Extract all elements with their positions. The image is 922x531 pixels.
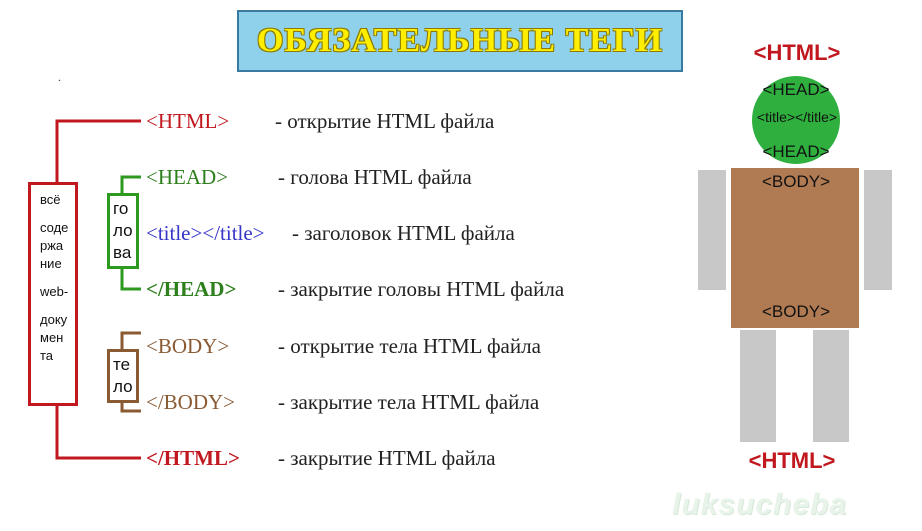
label-body: те ло <box>107 349 139 403</box>
head-bracket-bottom <box>120 269 141 291</box>
label-head-line: ва <box>113 243 132 262</box>
label-all-line: та <box>40 348 54 363</box>
label-all-line: web- <box>40 284 69 299</box>
body-rect <box>731 168 859 328</box>
figure-body-open: <BODY> <box>761 172 831 191</box>
label-all-line: ржа <box>40 238 64 253</box>
left-leg <box>740 330 776 442</box>
html-bracket <box>55 119 141 182</box>
tag-head-open: <HEAD> <box>146 165 229 189</box>
left-arm <box>698 170 726 290</box>
right-leg <box>813 330 849 442</box>
label-body-line: ло <box>113 377 133 396</box>
desc-body-open: - открытие тела HTML файла <box>278 334 541 358</box>
label-all-line <box>40 273 75 283</box>
body-bracket <box>120 331 141 349</box>
desc-head-close: - закрытие головы HTML файла <box>278 277 565 301</box>
figure-head-open: <HEAD> <box>762 80 830 99</box>
tag-body-close: </BODY> <box>146 390 236 414</box>
figure-html-open: <HTML> <box>753 40 841 65</box>
title-banner: ОБЯЗАТЕЛЬНЫЕ ТЕГИ <box>237 10 683 72</box>
figure-head-close: <HEAD> <box>762 142 830 161</box>
label-all-line: всё <box>40 192 61 207</box>
page-title: ОБЯЗАТЕЛЬНЫЕ ТЕГИ <box>256 22 664 59</box>
label-head-line: ло <box>113 221 133 240</box>
label-body-line: те <box>113 355 131 374</box>
desc-html-close: - закрытие HTML файла <box>278 446 496 470</box>
label-all-line: содe <box>40 220 69 235</box>
label-head: го ло ва <box>107 193 139 269</box>
label-all-line <box>40 209 75 219</box>
label-all-line: доку <box>40 312 68 327</box>
html-bracket-bottom <box>55 406 141 460</box>
tag-head-close: </HEAD> <box>146 277 237 301</box>
label-all-line <box>40 301 75 311</box>
label-head-line: го <box>113 199 129 218</box>
head-circle <box>752 76 840 164</box>
head-bracket <box>120 175 141 193</box>
watermark-text: luksucheba <box>672 488 848 521</box>
tag-html-close: </HTML> <box>146 446 240 470</box>
desc-body-close: - закрытие тела HTML файла <box>278 390 540 414</box>
label-all-content: всё содe ржа ние web- доку мен та <box>28 182 78 406</box>
desc-html-open: - открытие HTML файла <box>275 109 495 133</box>
label-all-line: ние <box>40 256 62 271</box>
label-all-line: мен <box>40 330 64 345</box>
figure-title-tag: <title></title> <box>756 109 838 125</box>
tag-body-open: <BODY> <box>146 334 230 358</box>
dot-mark: . <box>58 70 61 84</box>
desc-head-open: - голова HTML файла <box>278 165 472 189</box>
right-arm <box>864 170 892 290</box>
body-bracket-bottom <box>120 403 141 413</box>
figure-body-close: <BODY> <box>761 302 831 321</box>
tag-html-open: <HTML> <box>146 109 230 133</box>
desc-title: - заголовок HTML файла <box>292 221 515 245</box>
figure-html-close: <HTML> <box>748 448 836 473</box>
tag-title: <title></title> <box>146 221 265 245</box>
